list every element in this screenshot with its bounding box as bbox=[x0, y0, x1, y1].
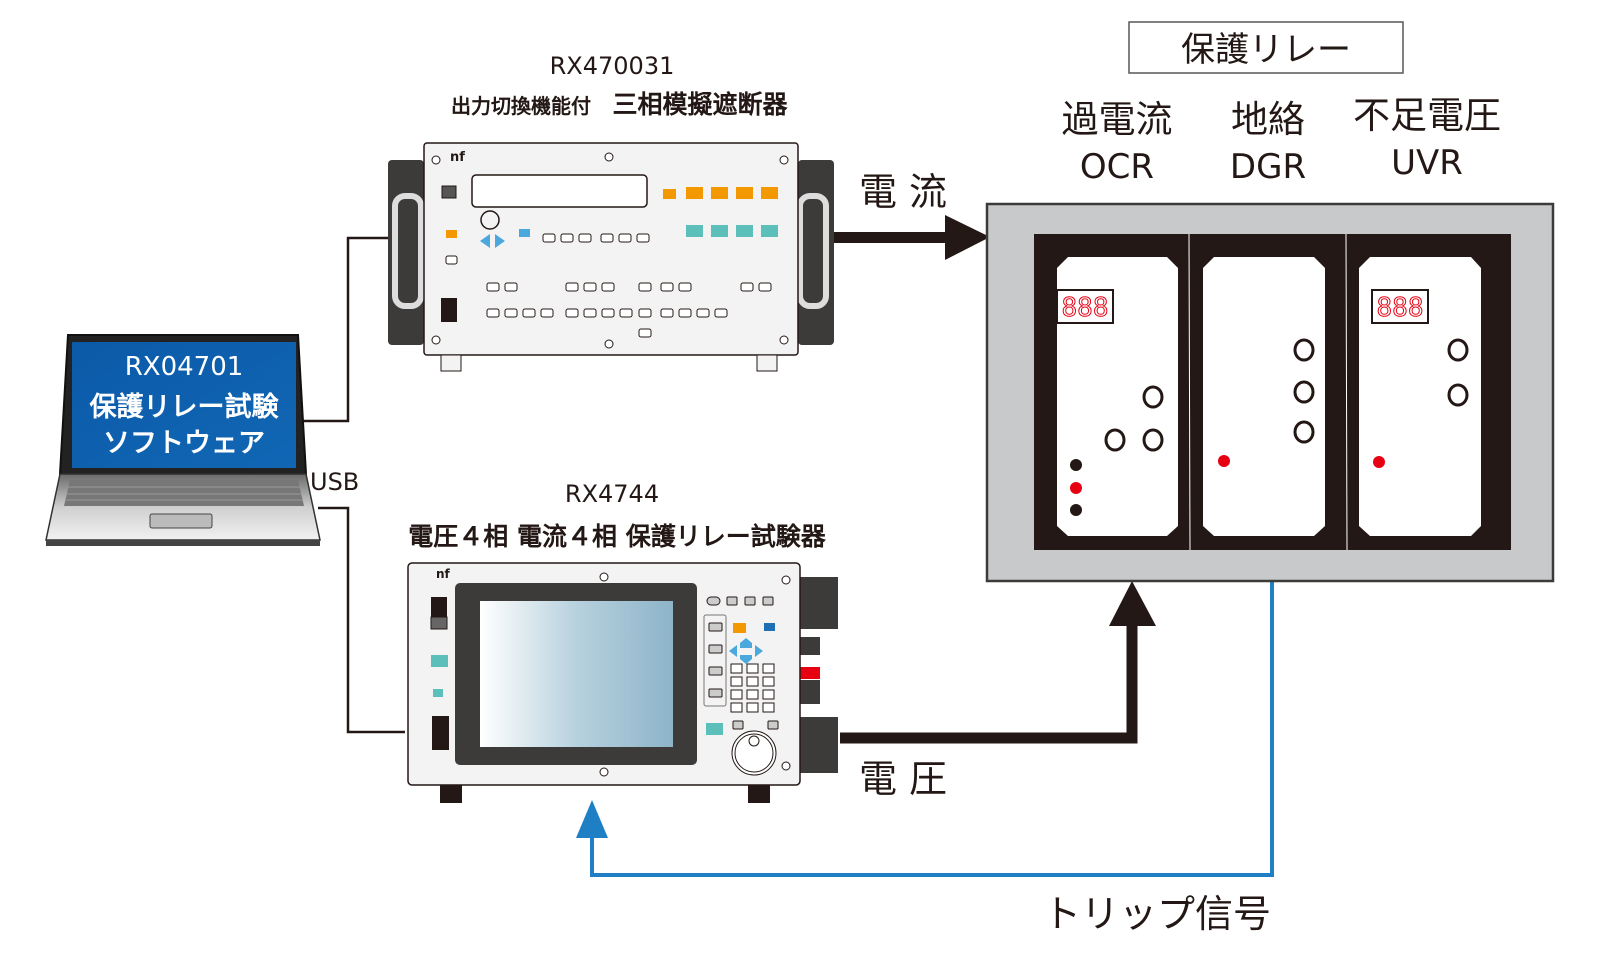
tester-brand-logo: nf bbox=[436, 567, 451, 581]
keyboard bbox=[64, 480, 304, 506]
relay-title-box bbox=[1128, 21, 1404, 74]
breaker-display bbox=[471, 174, 648, 208]
relay-unit-uvr-face bbox=[1359, 257, 1481, 536]
relay-unit-ocr-code: OCR bbox=[1080, 147, 1154, 187]
relay-unit-dgr-name: 地絡 bbox=[1231, 98, 1305, 141]
tester-model: RX4744 bbox=[565, 480, 659, 508]
laptop-screen-line-1: RX04701 bbox=[125, 352, 244, 382]
voltage-arrow bbox=[840, 581, 1156, 744]
relay-unit-uvr-code: UVR bbox=[1391, 143, 1463, 183]
trip-signal-label: トリップ信号 bbox=[1043, 892, 1271, 936]
breaker-device: nf bbox=[388, 142, 834, 372]
protection-relay: 888 888 bbox=[985, 21, 1555, 583]
touchpad bbox=[149, 513, 213, 529]
laptop-screen-line-2: 保護リレー試験 bbox=[89, 391, 280, 423]
tester-name: 電圧４相 電流４相 保護リレー試験器 bbox=[408, 522, 826, 551]
relay-title: 保護リレー bbox=[1181, 30, 1351, 70]
breaker-name-prefix: 出力切換機能付 bbox=[451, 94, 591, 118]
relay-unit-ocr-name: 過電流 bbox=[1062, 98, 1173, 141]
relay-display-ocr: 888 bbox=[1056, 289, 1114, 324]
laptop-screen-line-3: ソフトウェア bbox=[103, 428, 265, 459]
svg-text:888: 888 bbox=[1062, 293, 1109, 323]
tester-screen bbox=[480, 601, 673, 747]
relay-unit-dgr-code: DGR bbox=[1230, 147, 1306, 187]
breaker-model: RX470031 bbox=[550, 52, 675, 80]
trip-signal-line bbox=[576, 580, 1274, 877]
relay-unit-dgr-face bbox=[1203, 257, 1325, 536]
svg-text:888: 888 bbox=[1377, 293, 1424, 323]
voltage-label: 電 圧 bbox=[859, 757, 947, 801]
relay-unit-ocr-face bbox=[1057, 257, 1178, 536]
usb-label: USB bbox=[310, 468, 359, 496]
relay-indicator-leds bbox=[1070, 455, 1385, 516]
relay-display-uvr: 888 bbox=[1371, 289, 1429, 324]
usb-cable bbox=[300, 236, 405, 734]
laptop bbox=[45, 334, 321, 546]
current-arrow bbox=[790, 215, 990, 260]
tester-device: nf bbox=[407, 562, 838, 803]
relay-setting-knobs bbox=[1104, 338, 1469, 452]
breaker-brand-logo: nf bbox=[450, 150, 465, 165]
current-label: 電 流 bbox=[859, 170, 947, 214]
relay-unit-uvr-name: 不足電圧 bbox=[1353, 94, 1501, 137]
breaker-name: 三相模擬遮断器 bbox=[612, 90, 788, 119]
